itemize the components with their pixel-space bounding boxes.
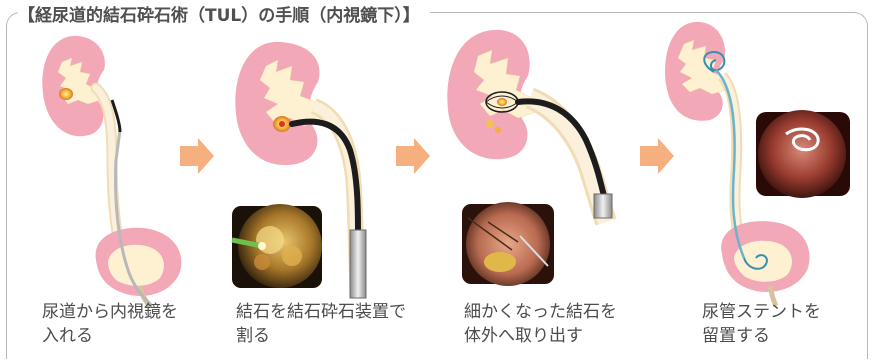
step3-scope-handle	[594, 194, 612, 218]
step4-caption-line1: 尿管ステントを	[702, 300, 821, 324]
step2-caption: 結石を結石砕石装置で 割る	[236, 300, 406, 348]
step1-stone	[59, 88, 73, 100]
step1-caption-line1: 尿道から内視鏡を	[42, 300, 178, 324]
step3-illustration	[447, 30, 612, 222]
step-arrow-1	[180, 138, 214, 174]
step4-caption-line2: 留置する	[702, 324, 821, 348]
step3-endoscope-photo	[462, 202, 554, 286]
step4-endoscope-photo	[756, 110, 850, 198]
step-arrow-2	[396, 138, 430, 174]
step1-illustration	[42, 36, 181, 306]
step1-caption: 尿道から内視鏡を 入れる	[42, 300, 178, 348]
step3-caption-line2: 体外へ取り出す	[464, 324, 617, 348]
step2-endoscope-photo	[232, 204, 322, 288]
step4-caption: 尿管ステントを 留置する	[702, 300, 821, 348]
step2-caption-line2: 割る	[236, 324, 406, 348]
step3-caption-line1: 細かくなった結石を	[464, 300, 617, 324]
step-arrow-3	[640, 138, 674, 174]
step3-caption: 細かくなった結石を 体外へ取り出す	[464, 300, 617, 348]
step1-caption-line2: 入れる	[42, 324, 178, 348]
step2-caption-line1: 結石を結石砕石装置で	[236, 300, 406, 324]
step2-scope-handle	[350, 230, 366, 298]
